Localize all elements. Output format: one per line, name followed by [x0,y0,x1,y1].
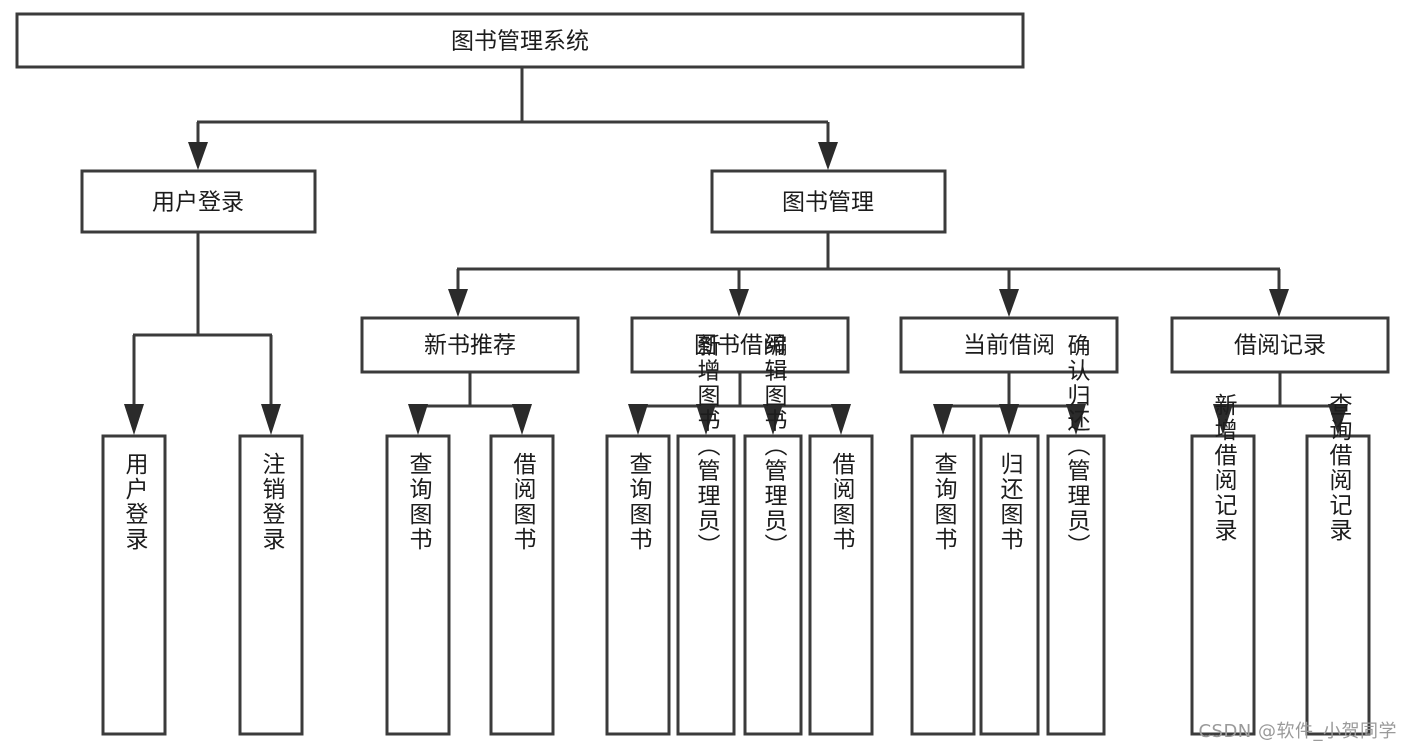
arrow-borrow-record-leaf1 [1213,404,1233,435]
arrow-user-login-leaf2 [261,404,281,435]
leaf-label: 确认归还（管理员） [1063,334,1091,559]
leaf-label: 查询图书 [625,452,653,552]
current-borrow-label: 当前借阅 [963,333,1055,359]
new-book-box [360,316,580,374]
arrow-to-user-login [188,142,208,170]
leaf-user-login-login[interactable]: 用户登录 [101,434,167,736]
book-borrow-box [630,316,850,374]
leaf-book-borrow-lend[interactable]: 借阅图书 [808,434,874,736]
arrow-book-borrow-leaf2 [696,404,716,435]
leaf-box [489,434,555,736]
leaf-box [743,434,803,736]
node-user-login[interactable]: 用户登录 [80,169,317,234]
new-book-label: 新书推荐 [424,333,516,359]
leaf-label: 查询图书 [405,452,433,552]
arrow-current-borrow-leaf2 [999,404,1019,435]
arrow-book-borrow-leaf3 [763,404,783,435]
leaf-box [238,434,304,736]
leaf-borrow-record-query[interactable]: 查询借阅记录 [1305,393,1371,736]
leaf-box [1046,434,1106,736]
leaf-label: 新增借阅记录 [1210,393,1238,543]
node-current-borrow[interactable]: 当前借阅 [899,316,1119,374]
leaf-box [676,434,736,736]
arrow-to-borrow-record [1269,289,1289,317]
leaf-box [979,434,1040,736]
node-borrow-record[interactable]: 借阅记录 [1170,316,1390,374]
arrow-current-borrow-leaf3 [1066,404,1086,435]
borrow-record-box [1170,316,1390,374]
leaf-box [385,434,451,736]
arrow-book-borrow-leaf4 [831,404,851,435]
leaf-label: 查询图书 [930,452,958,552]
arrow-to-book-borrow [729,289,749,317]
arrow-current-borrow-leaf1 [933,404,953,435]
node-new-book[interactable]: 新书推荐 [360,316,580,374]
leaf-borrow-record-add[interactable]: 新增借阅记录 [1190,393,1256,736]
leaf-book-borrow-query[interactable]: 查询图书 [605,434,671,736]
leaf-new-book-borrow[interactable]: 借阅图书 [489,434,555,736]
user-login-label: 用户登录 [152,190,244,216]
leaf-box [605,434,671,736]
arrow-to-new-book [448,289,468,317]
leaf-label: 查询借阅记录 [1325,393,1353,543]
node-book-manage[interactable]: 图书管理 [710,169,947,234]
root-box [15,12,1025,69]
leaf-current-borrow-confirm[interactable]: 确认归还（管理员） [1046,334,1106,736]
book-borrow-label: 图书借阅 [694,333,786,359]
leaf-label: 归还图书 [996,452,1024,552]
arrow-new-book-leaf2 [512,404,532,435]
leaf-current-borrow-return[interactable]: 归还图书 [979,434,1040,736]
leaf-label: 借阅图书 [509,452,537,552]
leaf-book-borrow-edit[interactable]: 编辑图书（管理员） [743,334,803,736]
leaf-book-borrow-add[interactable]: 新增图书（管理员） [676,334,736,736]
arrow-to-current-borrow [999,289,1019,317]
leaf-label: 借阅图书 [828,452,856,552]
leaf-box [1305,434,1371,736]
leaf-box [101,434,167,736]
book-manage-label: 图书管理 [782,190,874,216]
leaf-current-borrow-query[interactable]: 查询图书 [910,434,976,736]
node-book-borrow[interactable]: 图书借阅 [630,316,850,374]
arrow-user-login-leaf1 [124,404,144,435]
leaf-label: 编辑图书（管理员） [760,334,788,559]
leaf-box [1190,434,1256,736]
leaf-box [808,434,874,736]
arrow-book-borrow-leaf1 [628,404,648,435]
root-label: 图书管理系统 [451,29,589,55]
leaf-user-login-logout[interactable]: 注销登录 [238,434,304,736]
arrow-new-book-leaf1 [408,404,428,435]
leaf-box [910,434,976,736]
leaf-label: 用户登录 [121,452,149,552]
node-root[interactable]: 图书管理系统 [15,12,1025,69]
leaf-new-book-query[interactable]: 查询图书 [385,434,451,736]
book-manage-box [710,169,947,234]
arrow-borrow-record-leaf2 [1328,404,1348,435]
arrow-to-book-manage [818,142,838,170]
leaf-label: 新增图书（管理员） [693,334,721,559]
current-borrow-box [899,316,1119,374]
borrow-record-label: 借阅记录 [1234,333,1326,359]
leaf-label: 注销登录 [258,452,286,552]
